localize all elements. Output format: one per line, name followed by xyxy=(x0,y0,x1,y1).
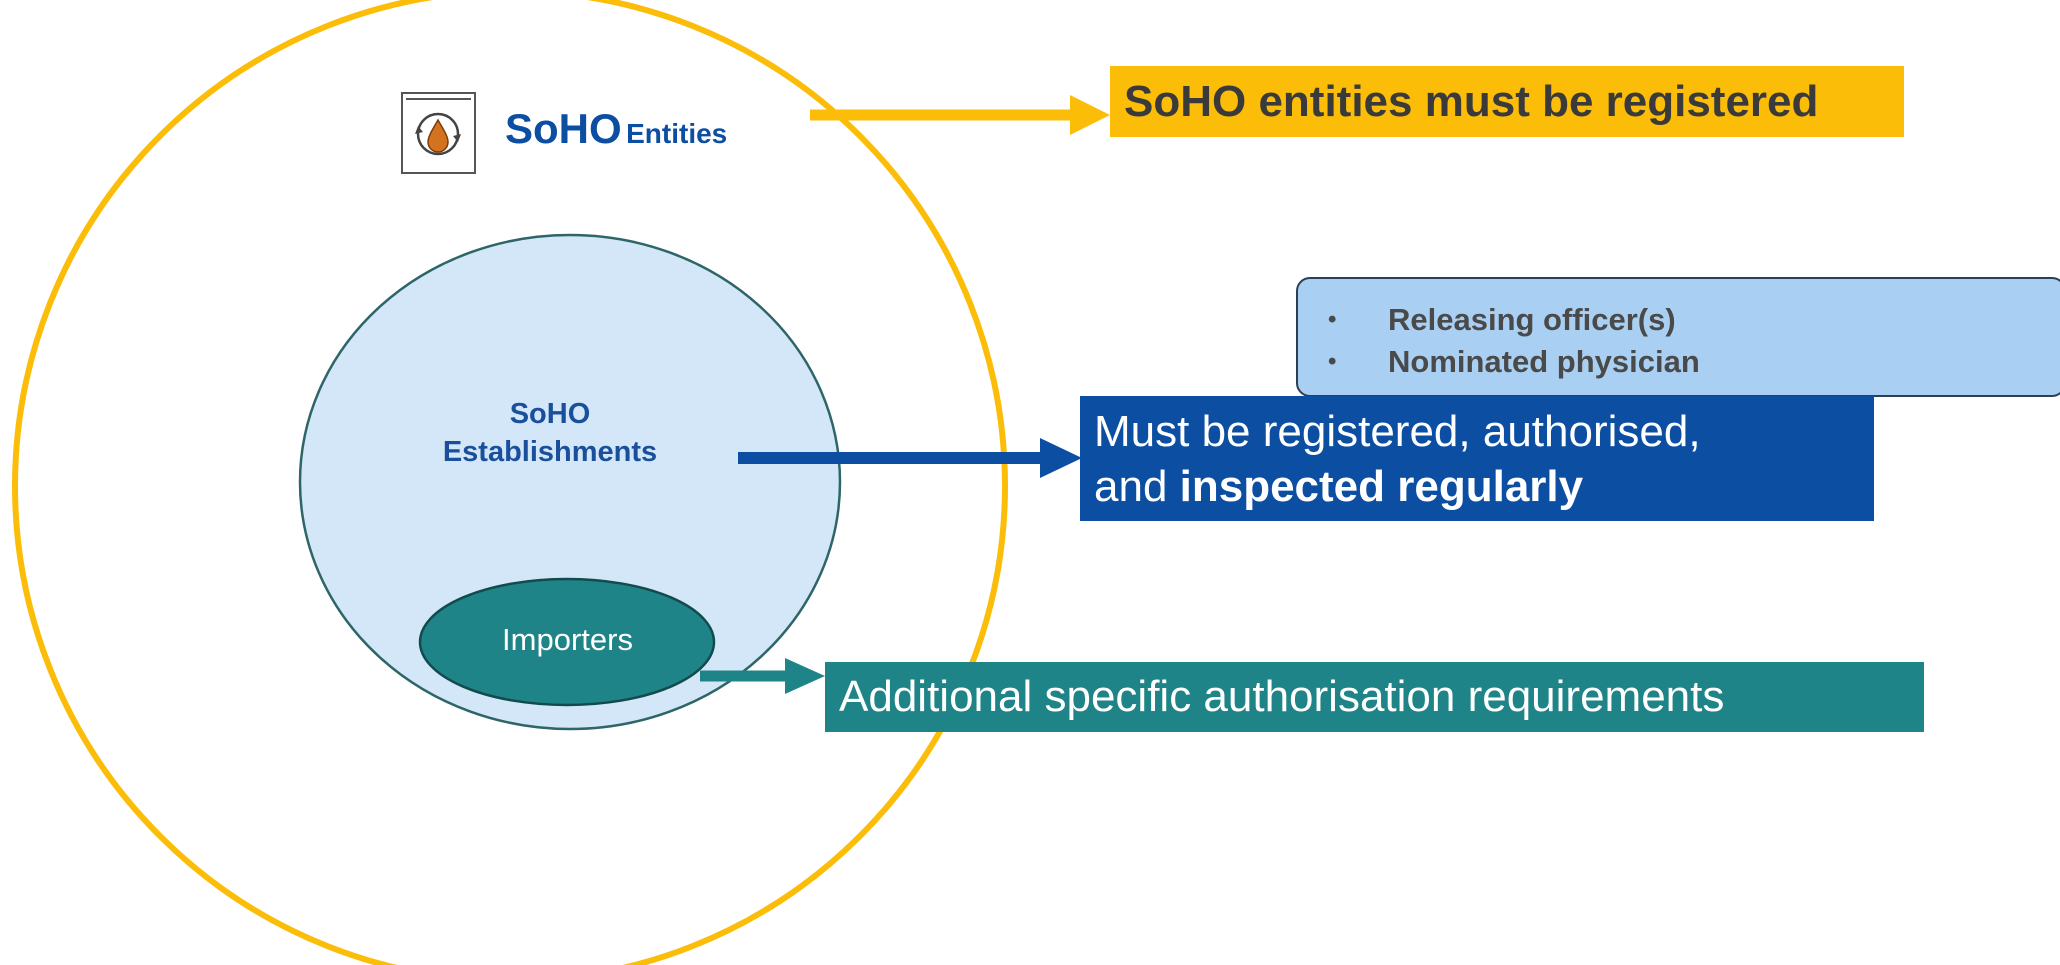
soho-drop-cycle-icon xyxy=(401,92,476,174)
role-text: Nominated physician xyxy=(1388,344,1700,379)
establishments-callout-line2: and inspected regularly xyxy=(1094,459,1874,514)
entities-arrow xyxy=(810,95,1110,135)
roles-box: • Releasing officer(s) • Nominated physici… xyxy=(1296,277,2060,397)
establishments-label-line2: Establishments xyxy=(442,436,658,468)
entities-title-sub: Entities xyxy=(626,118,728,149)
establishments-callout-box: Must be registered, authorised, and insp… xyxy=(1080,396,1874,521)
role-text: Releasing officer(s) xyxy=(1388,302,1676,337)
establishments-label: SoHO Establishments xyxy=(420,395,680,471)
bullet-icon: • xyxy=(1328,348,1337,375)
role-item: • Nominated physician xyxy=(1328,341,1700,383)
establishments-callout-prefix: and xyxy=(1094,462,1180,511)
entities-callout-box: SoHO entities must be registered xyxy=(1110,66,1904,137)
establishments-arrow xyxy=(738,438,1082,478)
entities-title-main: SoHO xyxy=(505,105,622,152)
establishments-callout-bold: inspected regularly xyxy=(1179,462,1584,511)
importers-arrow xyxy=(700,658,825,694)
importers-callout-box: Additional specific authorisation requir… xyxy=(825,662,1924,732)
establishments-label-line1: SoHO xyxy=(509,398,591,430)
importers-label: Importers xyxy=(502,622,633,657)
bullet-icon: • xyxy=(1328,306,1337,333)
importers-ellipse xyxy=(418,577,716,707)
roles-list: • Releasing officer(s) • Nominated physici… xyxy=(1328,299,1700,383)
establishments-callout-line1: Must be registered, authorised, xyxy=(1094,407,1701,456)
role-item: • Releasing officer(s) xyxy=(1328,299,1700,341)
entities-title: SoHO Entities xyxy=(505,105,727,153)
importers-callout-text: Additional specific authorisation requir… xyxy=(839,672,1725,721)
entities-callout-text: SoHO entities must be registered xyxy=(1124,77,1819,126)
establishments-circle xyxy=(298,233,842,731)
entities-circle xyxy=(12,0,1008,965)
